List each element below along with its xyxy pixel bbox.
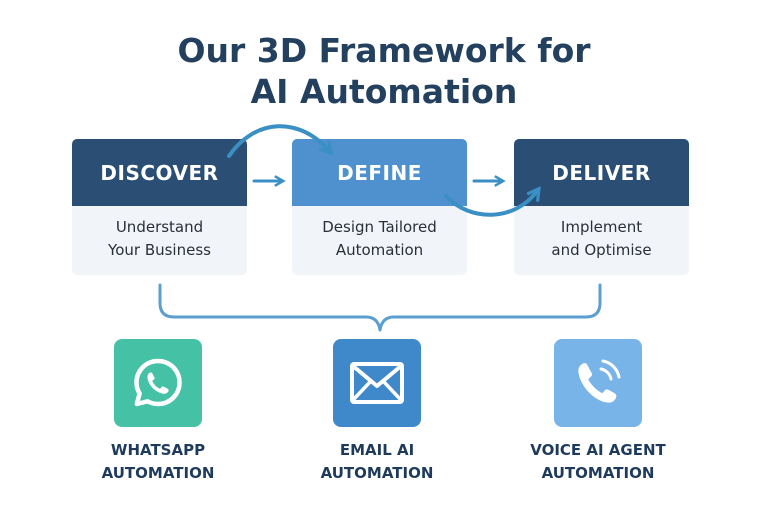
title-line-2: AI Automation	[250, 72, 518, 111]
voice-icon	[578, 359, 621, 403]
service-label-line: AUTOMATION	[320, 464, 434, 482]
bracket-connector	[158, 283, 602, 332]
step-description-deliver: Implement and Optimise	[514, 206, 689, 262]
service-label-voice: VOICE AI AGENT AUTOMATION	[498, 439, 698, 485]
step-card-discover: DISCOVER Understand Your Business	[72, 139, 247, 275]
step-card-define: DEFINE Design Tailored Automation	[292, 139, 467, 275]
step-description-line: Design Tailored	[322, 218, 437, 236]
step-description-define: Design Tailored Automation	[292, 206, 467, 262]
step-description-line: Understand	[115, 218, 204, 236]
step-description-line: and Optimise	[551, 241, 652, 259]
service-label-line: AUTOMATION	[101, 464, 215, 482]
page-title: Our 3D Framework for AI Automation	[0, 30, 768, 112]
step-description-line: Automation	[335, 241, 424, 259]
service-label-email: EMAIL AI AUTOMATION	[277, 439, 477, 485]
step-header-discover: DISCOVER	[72, 139, 247, 206]
step-header-define: DEFINE	[292, 139, 467, 206]
email-icon	[350, 362, 404, 404]
whatsapp-tile	[114, 339, 202, 427]
step-card-deliver: DELIVER Implement and Optimise	[514, 139, 689, 275]
service-label-line: AUTOMATION	[541, 464, 655, 482]
service-label-line: WHATSAPP	[110, 441, 206, 459]
voice-tile	[554, 339, 642, 427]
step-description-discover: Understand Your Business	[72, 206, 247, 262]
service-label-line: VOICE AI AGENT	[530, 441, 666, 459]
title-line-1: Our 3D Framework for	[177, 31, 591, 70]
step-description-line: Your Business	[108, 241, 211, 259]
email-tile	[333, 339, 421, 427]
service-label-whatsapp: WHATSAPP AUTOMATION	[58, 439, 258, 485]
whatsapp-icon	[134, 358, 182, 407]
service-label-line: EMAIL AI	[339, 441, 415, 459]
step-description-line: Implement	[560, 218, 643, 236]
step-header-deliver: DELIVER	[514, 139, 689, 206]
